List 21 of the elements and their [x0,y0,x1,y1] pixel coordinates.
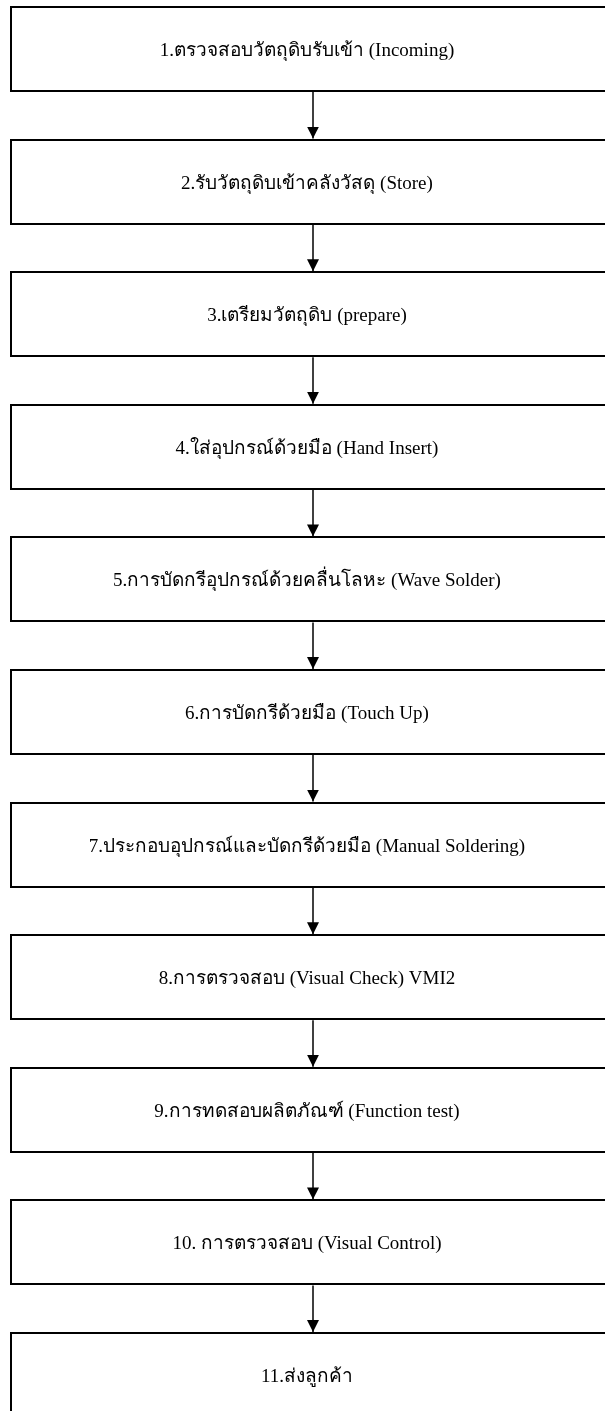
arrow [307,1019,319,1068]
process-box: 9.การทดสอบผลิตภัณฑ์ (Function test) [10,1066,605,1153]
process-box: 10. การตรวจสอบ (Visual Control) [10,1199,605,1286]
process-box: 1.ตรวจสอบวัตถุดิบรับเข้า (Incoming) [10,6,605,92]
arrow [307,621,319,670]
process-box: 8.การตรวจสอบ (Visual Check) VMI2 [10,934,605,1021]
arrow [307,1152,319,1201]
arrow [307,223,319,272]
process-box: 5.การบัดกรีอุปกรณ์ด้วยคลื่นโลหะ (Wave Solder) [10,536,605,623]
process-box: 4.ใส่อุปกรณ์ด้วยมือ (Hand Insert) [10,403,605,490]
arrow [307,489,319,538]
arrow [307,91,319,140]
process-box: 2.รับวัตถุดิบเข้าคลังวัสดุ (Store) [10,138,605,225]
arrow [307,754,319,803]
arrow [307,1284,319,1333]
process-box: 11.ส่งลูกค้า [10,1332,605,1411]
process-box: 7.ประกอบอุปกรณ์และบัดกรีด้วยมือ (Manual Soldering) [10,801,605,888]
process-box: 6.การบัดกรีด้วยมือ (Touch Up) [10,669,605,755]
arrow [307,356,319,405]
process-box: 3.เตรียมวัตถุดิบ (prepare) [10,271,605,358]
arrow [307,886,319,935]
